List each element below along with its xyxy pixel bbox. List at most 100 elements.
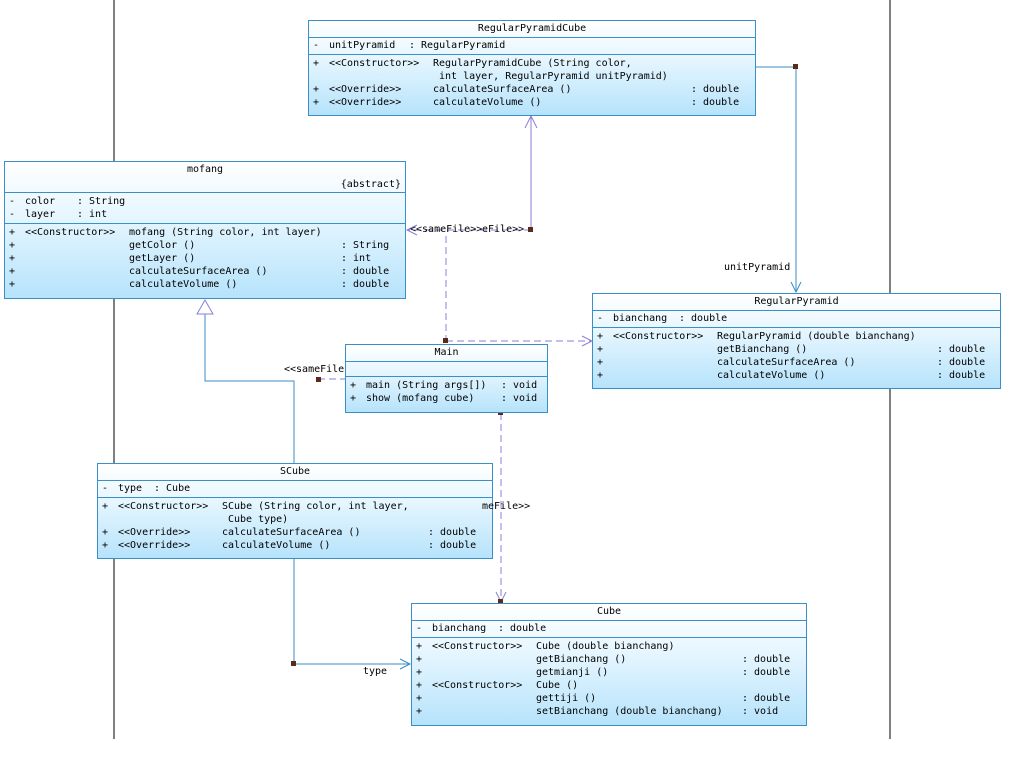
visibility: - bbox=[9, 196, 16, 207]
label-samefile: <<sameFile>> bbox=[410, 224, 483, 235]
attribute-name: unitPyramid bbox=[329, 40, 396, 51]
handle[interactable] bbox=[443, 338, 448, 343]
attribute-row[interactable]: - unitPyramid : RegularPyramid bbox=[309, 39, 755, 52]
operation-row[interactable]: + getmianji () : double bbox=[412, 666, 806, 679]
stereotype: <<Override>> bbox=[329, 97, 402, 108]
operation-row[interactable]: + <<Constructor>> Cube () bbox=[412, 679, 806, 692]
visibility: + bbox=[9, 279, 16, 290]
attribute-name: layer bbox=[25, 209, 56, 220]
operation-name: RegularPyramid (double bianchang) bbox=[717, 331, 916, 342]
attribute-type: : int bbox=[77, 209, 108, 220]
operation-row[interactable]: + <<Constructor>> RegularPyramid (double… bbox=[593, 330, 1000, 343]
operation-row[interactable]: + <<Override>> calculateSurfaceArea () :… bbox=[98, 526, 492, 539]
operation-name: Cube type) bbox=[228, 514, 289, 525]
visibility: + bbox=[416, 654, 423, 665]
operation-row[interactable]: + <<Constructor>> Cube (double bianchang… bbox=[412, 640, 806, 653]
operation-name: calculateVolume () bbox=[222, 540, 331, 551]
stereotype: <<Constructor>> bbox=[432, 641, 523, 652]
operation-row[interactable]: + show (mofang cube) : void bbox=[346, 392, 547, 405]
visibility: - bbox=[416, 623, 423, 634]
return-type: : void bbox=[501, 393, 538, 404]
handle[interactable] bbox=[498, 599, 503, 604]
visibility: + bbox=[102, 540, 109, 551]
operation-name: getBianchang () bbox=[717, 344, 808, 355]
arrowhead-type bbox=[399, 658, 412, 670]
return-type: : double bbox=[742, 654, 791, 665]
operation-row[interactable]: Cube type) bbox=[98, 513, 492, 526]
attribute-row[interactable]: - color : String bbox=[5, 195, 405, 208]
stereotype: <<Override>> bbox=[118, 540, 191, 551]
operation-row[interactable]: + getColor () : String bbox=[5, 239, 405, 252]
handle[interactable] bbox=[528, 227, 533, 232]
visibility: + bbox=[416, 680, 423, 691]
attribute-type: : RegularPyramid bbox=[409, 40, 506, 51]
class-cube[interactable]: Cube - bianchang : double + <<Constructo… bbox=[411, 603, 807, 726]
visibility: - bbox=[597, 313, 604, 324]
return-type: : double bbox=[428, 540, 477, 551]
class-regularpyramidcube[interactable]: RegularPyramidCube - unitPyramid : Regul… bbox=[308, 20, 756, 116]
attribute-row[interactable]: - layer : int bbox=[5, 208, 405, 221]
operation-name: gettiji () bbox=[536, 693, 597, 704]
operation-row[interactable]: + calculateSurfaceArea () : double bbox=[593, 356, 1000, 369]
association-type[interactable] bbox=[293, 559, 410, 665]
attribute-name: bianchang bbox=[613, 313, 668, 324]
operation-row[interactable]: + gettiji () : double bbox=[412, 692, 806, 705]
operation-name: calculateVolume () bbox=[129, 279, 238, 290]
return-type: : double bbox=[341, 279, 390, 290]
return-type: : double bbox=[691, 84, 740, 95]
visibility: - bbox=[102, 483, 109, 494]
stereotype: <<Constructor>> bbox=[118, 501, 209, 512]
operation-name: getmianji () bbox=[536, 667, 609, 678]
operation-name: calculateSurfaceArea () bbox=[433, 84, 572, 95]
operation-name: calculateVolume () bbox=[717, 370, 826, 381]
operation-name: getColor () bbox=[129, 240, 196, 251]
stereotype: <<Override>> bbox=[118, 527, 191, 538]
operation-row[interactable]: + <<Constructor>> SCube (String color, i… bbox=[98, 500, 492, 513]
visibility: + bbox=[350, 380, 357, 391]
operation-row[interactable]: + <<Override>> calculateSurfaceArea () :… bbox=[309, 83, 755, 96]
class-name: RegularPyramidCube bbox=[477, 23, 587, 34]
operation-name: Cube () bbox=[536, 680, 579, 691]
return-type: : double bbox=[691, 97, 740, 108]
operation-row[interactable]: + getBianchang () : double bbox=[593, 343, 1000, 356]
generalization-scube-mofang[interactable] bbox=[204, 314, 295, 463]
label-efile: eFile>> bbox=[482, 224, 525, 235]
operation-row[interactable]: + calculateVolume () : double bbox=[593, 369, 1000, 382]
attribute-row[interactable]: - bianchang : double bbox=[412, 622, 806, 635]
attribute-row[interactable]: - type : Cube bbox=[98, 482, 492, 495]
visibility: + bbox=[350, 393, 357, 404]
operation-row[interactable]: + <<Constructor>> RegularPyramidCube (St… bbox=[309, 57, 755, 70]
operation-row[interactable]: + setBianchang (double bianchang) : void bbox=[412, 705, 806, 718]
class-name: RegularPyramid bbox=[754, 296, 839, 307]
handle[interactable] bbox=[316, 377, 321, 382]
class-mofang[interactable]: mofang {abstract} - color : String - lay… bbox=[4, 161, 406, 299]
arrowhead-unitpyramid bbox=[790, 281, 802, 294]
operation-row[interactable]: + <<Override>> calculateVolume () : doub… bbox=[309, 96, 755, 109]
attribute-row[interactable]: - bianchang : double bbox=[593, 312, 1000, 325]
return-type: : double bbox=[742, 667, 791, 678]
operation-row[interactable]: int layer, RegularPyramid unitPyramid) bbox=[309, 70, 755, 83]
return-type: : void bbox=[742, 706, 779, 717]
class-main[interactable]: Main + main (String args[]) : void + sho… bbox=[345, 344, 548, 413]
visibility: + bbox=[597, 357, 604, 368]
operation-row[interactable]: + <<Constructor>> mofang (String color, … bbox=[5, 226, 405, 239]
operation-row[interactable]: + calculateSurfaceArea () : double bbox=[5, 265, 405, 278]
class-regularpyramid[interactable]: RegularPyramid - bianchang : double + <<… bbox=[592, 293, 1001, 389]
handle[interactable] bbox=[291, 661, 296, 666]
class-scube[interactable]: SCube - type : Cube + <<Constructor>> SC… bbox=[97, 463, 493, 559]
operation-row[interactable]: + main (String args[]) : void bbox=[346, 379, 547, 392]
attribute-type: : double bbox=[679, 313, 728, 324]
operation-name: main (String args[]) bbox=[366, 380, 487, 391]
return-type: : double bbox=[742, 693, 791, 704]
operation-row[interactable]: + <<Override>> calculateVolume () : doub… bbox=[98, 539, 492, 552]
stereotype: <<Override>> bbox=[329, 84, 402, 95]
operation-row[interactable]: + getBianchang () : double bbox=[412, 653, 806, 666]
arrowhead-rpc bbox=[524, 114, 538, 129]
class-stereotype: {abstract} bbox=[340, 179, 401, 190]
operation-row[interactable]: + getLayer () : int bbox=[5, 252, 405, 265]
visibility: + bbox=[313, 97, 320, 108]
operation-row[interactable]: + calculateVolume () : double bbox=[5, 278, 405, 291]
association-unitpyramid[interactable] bbox=[756, 66, 797, 292]
handle[interactable] bbox=[793, 64, 798, 69]
visibility: + bbox=[313, 58, 320, 69]
